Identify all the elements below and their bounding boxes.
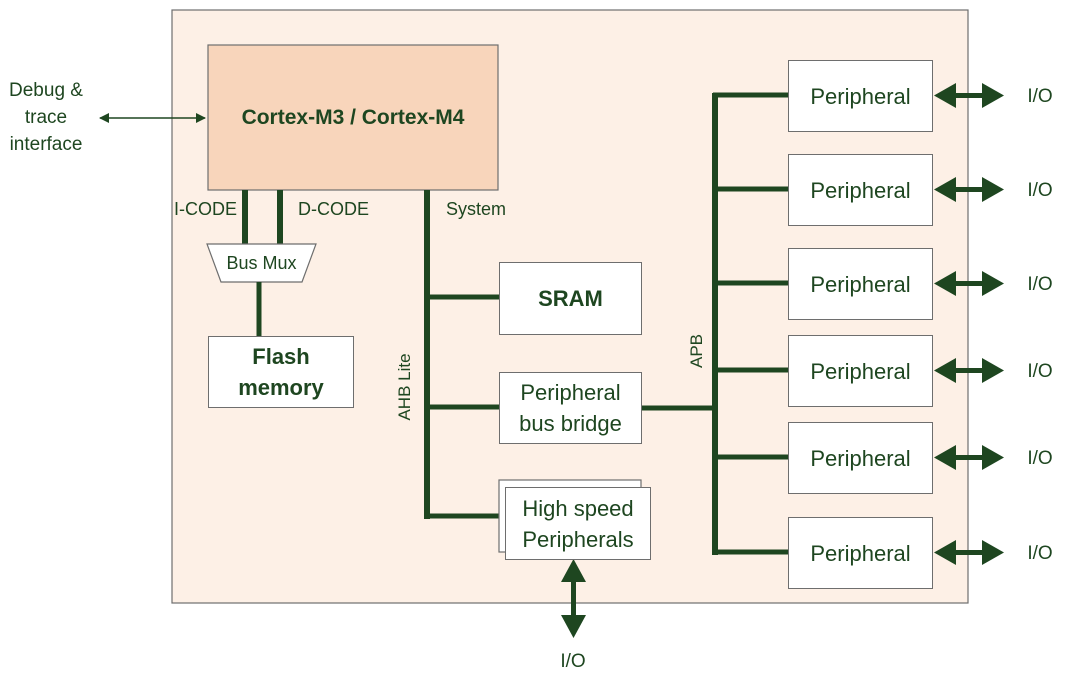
apb-peripheral-1: Peripheral: [788, 60, 933, 132]
apb-label: APB: [687, 333, 706, 369]
apb-peripheral-6: Peripheral: [788, 517, 933, 589]
flash-memory-block: Flash memory: [208, 336, 354, 408]
peripheral-io-label-1: I/O: [1027, 86, 1053, 107]
peripheral-bus-bridge-block: Peripheral bus bridge: [499, 372, 642, 444]
sram-label: SRAM: [538, 286, 603, 311]
peripheral-io-label-2: I/O: [1027, 180, 1053, 201]
bus-mux-label: Bus Mux: [226, 253, 297, 273]
peripheral-io-label-3: I/O: [1027, 274, 1053, 295]
peripheral-io-arrow-5: [934, 445, 1004, 470]
high-speed-peripherals-block: High speed Peripherals: [505, 487, 651, 560]
system-label: System: [446, 199, 507, 219]
apb-peripheral-3: Peripheral: [788, 248, 933, 320]
apb-peripheral-label: Peripheral: [810, 83, 911, 109]
debug-line-3: interface: [9, 134, 83, 155]
dcode-label: D-CODE: [298, 199, 369, 219]
apb-peripheral-label: Peripheral: [810, 540, 911, 566]
apb-peripheral-2: Peripheral: [788, 154, 933, 226]
bus-mux-shape: [206, 243, 317, 283]
bridge-line-1: Peripheral: [520, 380, 621, 405]
debug-line-1: Debug &: [9, 80, 83, 101]
debug-trace-label: Debug & trace interface: [0, 77, 92, 158]
peripheral-io-label-5: I/O: [1027, 448, 1053, 469]
apb-peripheral-label: Peripheral: [810, 358, 911, 384]
debug-line-2: trace: [24, 107, 68, 128]
ahb-lite-label: AHB Lite: [395, 353, 414, 421]
peripheral-io-arrows: [934, 83, 1004, 565]
peripheral-io-arrow-3: [934, 271, 1004, 296]
peripheral-io-arrow-4: [934, 358, 1004, 383]
apb-peripheral-label: Peripheral: [810, 177, 911, 203]
highspeed-io-label: I/O: [560, 651, 586, 672]
icode-label: I-CODE: [174, 199, 237, 219]
apb-peripheral-4: Peripheral: [788, 335, 933, 407]
peripheral-io-arrow-2: [934, 177, 1004, 202]
cpu-label: Cortex-M3 / Cortex-M4: [241, 106, 465, 129]
flash-line-1: Flash: [252, 344, 310, 369]
apb-peripheral-label: Peripheral: [810, 445, 911, 471]
cpu-block: [207, 44, 499, 191]
apb-peripheral-label: Peripheral: [810, 271, 911, 297]
peripheral-io-arrow-6: [934, 540, 1004, 565]
highspeed-line-2: Peripherals: [522, 526, 634, 552]
highspeed-line-1: High speed: [522, 495, 634, 521]
apb-peripheral-5: Peripheral: [788, 422, 933, 494]
highspeed-io-arrow: [561, 559, 586, 638]
sram-block: SRAM: [499, 262, 642, 335]
bridge-line-2: bus bridge: [519, 411, 622, 436]
peripheral-io-arrow-1: [934, 83, 1004, 108]
peripheral-io-label-6: I/O: [1027, 543, 1053, 564]
flash-line-2: memory: [238, 375, 324, 400]
peripheral-io-label-4: I/O: [1027, 361, 1053, 382]
